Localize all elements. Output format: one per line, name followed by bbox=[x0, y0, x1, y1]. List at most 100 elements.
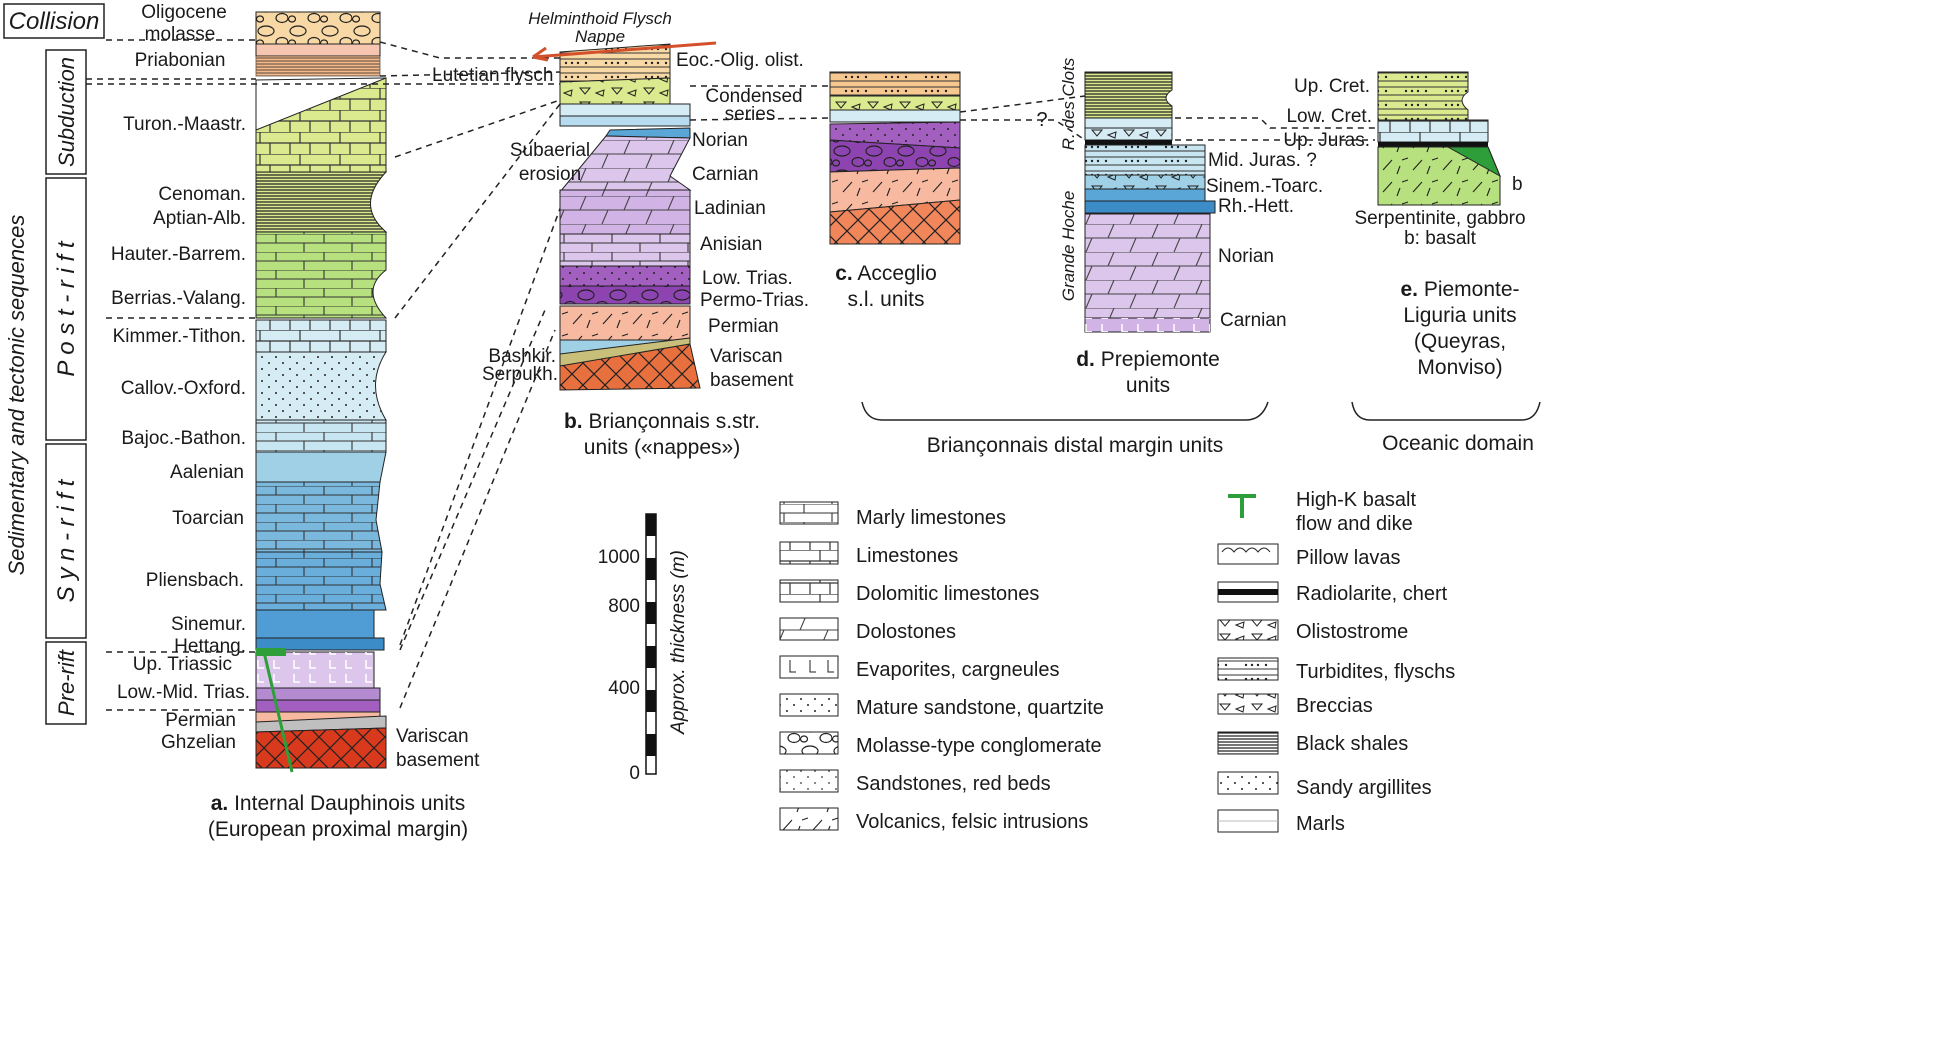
thrust-fault bbox=[532, 41, 717, 59]
label-permian-b: Permian bbox=[708, 316, 779, 337]
post-rift-label: P o s t - r i f t bbox=[53, 240, 80, 376]
oceanic-brace bbox=[1351, 401, 1541, 421]
legend-argillite-label: Sandy argillites bbox=[1296, 777, 1432, 799]
label-up-juras: Up. Juras. bbox=[1283, 130, 1370, 151]
legend-olistostrome-swatch bbox=[1217, 619, 1279, 641]
label-permian-a: Permian bbox=[165, 710, 236, 731]
column-d bbox=[1084, 71, 1216, 333]
label-b: b bbox=[1512, 174, 1523, 195]
legend-dolostone-swatch bbox=[779, 617, 839, 641]
label-carnian-d: Carnian bbox=[1220, 310, 1287, 331]
label-hauter: Hauter.-Barrem. bbox=[111, 244, 246, 265]
label-up-cret: Up. Cret. bbox=[1294, 76, 1370, 97]
label-oligocene: Oligocene bbox=[141, 2, 227, 23]
caption-e-line2: Liguria units bbox=[1403, 304, 1516, 327]
caption-e-line1: e. Piemonte- bbox=[1400, 278, 1519, 301]
collision-box bbox=[3, 3, 105, 39]
column-e bbox=[1377, 71, 1502, 206]
label-berrias: Berrias.-Valang. bbox=[111, 288, 246, 309]
caption-d-line1: d. Prepiemonte bbox=[1076, 348, 1220, 371]
legend-redbeds-swatch bbox=[779, 769, 839, 793]
legend-pillow-swatch bbox=[1217, 543, 1279, 565]
legend-swatches bbox=[779, 494, 1279, 833]
label-aptian: Aptian-Alb. bbox=[153, 208, 246, 229]
label-molasse: molasse bbox=[145, 24, 216, 45]
legend-evaporite-swatch bbox=[779, 655, 839, 679]
legend-shale-label: Black shales bbox=[1296, 733, 1408, 755]
label-callov: Callov.-Oxford. bbox=[121, 378, 246, 399]
scale-tick-400: 400 bbox=[608, 678, 640, 699]
legend-basalt-label-2: flow and dike bbox=[1296, 513, 1413, 535]
labels: Oligocene molasse Priabonian Lutetian fl… bbox=[111, 2, 1526, 771]
label-grande-hoche: Grande Hoche bbox=[1059, 191, 1078, 302]
label-basement-b: basement bbox=[710, 370, 794, 391]
legend-breccia-swatch bbox=[1217, 693, 1279, 715]
e-radiolarite bbox=[1378, 142, 1488, 147]
label-erosion: erosion bbox=[519, 164, 581, 185]
label-helminthoid: Helminthoid Flysch bbox=[528, 9, 672, 28]
legend-marls-label: Marls bbox=[1296, 813, 1345, 835]
label-subaerial: Subaerial bbox=[510, 140, 590, 161]
legend-argillite-swatch bbox=[1217, 771, 1279, 795]
group-distal-label: Briançonnais distal margin units bbox=[927, 434, 1223, 457]
a-basalt-dike bbox=[262, 651, 294, 773]
group-oceanic-label: Oceanic domain bbox=[1382, 432, 1534, 455]
collision-label: Collision bbox=[9, 8, 100, 35]
label-question: ? bbox=[1036, 109, 1047, 131]
distal-brace bbox=[861, 401, 1269, 421]
label-turon: Turon.-Maastr. bbox=[123, 114, 246, 135]
label-serpukh: Serpukh. bbox=[482, 364, 558, 385]
label-pliensbach: Pliensbach. bbox=[146, 570, 244, 591]
label-low-trias: Low. Trias. bbox=[702, 268, 793, 289]
sequences-title: Sedimentary and tectonic sequences bbox=[4, 215, 29, 576]
label-bajoc: Bajoc.-Bathon. bbox=[121, 428, 246, 449]
subduction-box bbox=[45, 49, 87, 175]
caption-b-line2: units («nappes») bbox=[584, 436, 740, 459]
label-serpentinite: Serpentinite, gabbro bbox=[1354, 208, 1525, 229]
legend-marly-swatch bbox=[779, 501, 839, 525]
label-sinemur: Sinemur. bbox=[171, 614, 246, 635]
captions: a. Internal Dauphinois units (European p… bbox=[208, 262, 1534, 841]
scale-axis-label: Approx. thickness (m) bbox=[668, 550, 689, 735]
legend-conglomerate-swatch bbox=[779, 731, 839, 755]
label-aalenian: Aalenian bbox=[170, 462, 244, 483]
syn-rift-label: S y n - r i f t bbox=[53, 478, 80, 602]
legend-conglomerate-label: Molasse-type conglomerate bbox=[856, 735, 1102, 757]
legend-basalt-label-1: High-K basalt bbox=[1296, 489, 1417, 511]
caption-d-line2: units bbox=[1126, 374, 1170, 397]
label-series: series bbox=[725, 104, 776, 125]
legend-basalt-swatch bbox=[1228, 494, 1256, 518]
caption-e-line4: Monviso) bbox=[1417, 356, 1502, 379]
label-variscan-b: Variscan bbox=[710, 346, 783, 367]
post-rift-box bbox=[45, 177, 87, 441]
label-lutetian: Lutetian flysch bbox=[432, 65, 553, 86]
label-rh-hett: Rh.-Hett. bbox=[1218, 196, 1294, 217]
d-radiolarite bbox=[1085, 140, 1172, 145]
legend-pillow-label: Pillow lavas bbox=[1296, 547, 1400, 569]
legend-volcanics-swatch bbox=[779, 807, 839, 831]
label-permo-trias: Permo-Trias. bbox=[700, 290, 809, 311]
label-low-cret: Low. Cret. bbox=[1286, 106, 1372, 127]
pre-rift-box bbox=[45, 641, 87, 725]
label-basement-a: basement bbox=[396, 750, 480, 771]
a-hettang bbox=[255, 637, 385, 651]
legend-dolostone-label: Dolostones bbox=[856, 621, 956, 643]
label-kimmer: Kimmer.-Tithon. bbox=[113, 326, 246, 347]
legend-turbidite-label: Turbidites, flyschs bbox=[1296, 661, 1455, 683]
correlation-lines bbox=[86, 39, 1375, 711]
label-variscan-a: Variscan bbox=[396, 726, 469, 747]
legend-breccia-label: Breccias bbox=[1296, 695, 1373, 717]
caption-a-line2: (European proximal margin) bbox=[208, 818, 468, 841]
label-norian-b: Norian bbox=[692, 130, 748, 151]
legend-evaporite-label: Evaporites, cargneules bbox=[856, 659, 1059, 681]
pre-rift-label: Pre-rift bbox=[54, 649, 79, 716]
legend-sandstone-label: Mature sandstone, quartzite bbox=[856, 697, 1104, 719]
legend-sandstone-swatch bbox=[779, 693, 839, 717]
d-rh-hett bbox=[1084, 200, 1216, 214]
column-a bbox=[255, 11, 388, 773]
a-aalenian bbox=[255, 451, 387, 483]
column-b bbox=[532, 41, 717, 391]
caption-a-line1: a. Internal Dauphinois units bbox=[211, 792, 466, 815]
scale-tick-0: 0 bbox=[629, 763, 640, 784]
